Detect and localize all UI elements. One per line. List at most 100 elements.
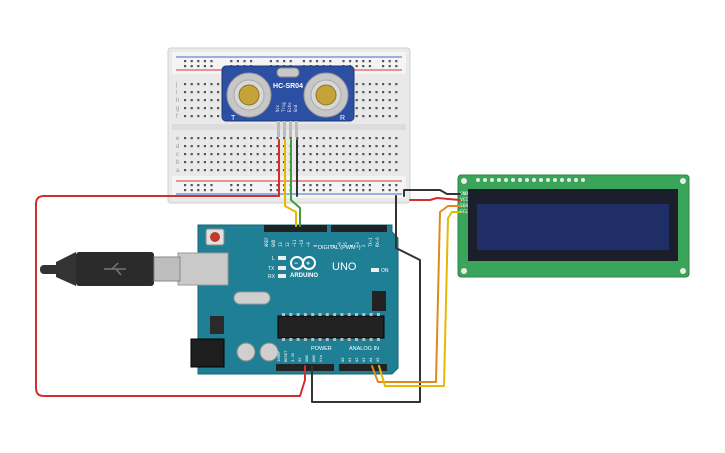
breadboard-hole (375, 115, 378, 118)
breadboard-hole (243, 153, 246, 156)
breadboard-hole (349, 145, 352, 148)
usb-cable[interactable] (40, 252, 181, 286)
breadboard-hole (329, 153, 332, 156)
breadboard-hole (375, 137, 378, 140)
breadboard-hole (197, 115, 200, 118)
breadboard-hole (263, 161, 266, 164)
breadboard-hole (243, 169, 246, 172)
lcd-pin-gnd: GND (460, 191, 468, 197)
breadboard-hole (197, 83, 200, 86)
breadboard-hole (316, 161, 319, 164)
breadboard-hole (197, 153, 200, 156)
analog-pin-label: A4 (368, 357, 373, 362)
breadboard-hole (309, 189, 312, 192)
breadboard-hole (203, 60, 206, 63)
breadboard-hole (395, 107, 398, 110)
breadboard-hole (203, 99, 206, 102)
breadboard-row-letters: j i h g f e d c b a (175, 82, 180, 174)
lcd-pad (525, 178, 529, 182)
breadboard-hole (368, 83, 371, 86)
power-pin-label: GND (311, 354, 316, 362)
power-pin-label: 3.3V (290, 352, 295, 362)
breadboard-hole (276, 189, 279, 192)
lcd-pad (574, 178, 578, 182)
breadboard-hole (197, 137, 200, 140)
breadboard-hole (184, 189, 187, 192)
breadboard-hole (382, 169, 385, 172)
breadboard-hole (190, 153, 193, 156)
breadboard-hole (190, 145, 193, 148)
breadboard-hole (309, 145, 312, 148)
breadboard-hole (250, 161, 253, 164)
breadboard-hole (362, 184, 365, 187)
breadboard-hole (309, 169, 312, 172)
breadboard-hole (355, 115, 358, 118)
breadboard-hole (184, 83, 187, 86)
breadboard-hole (263, 153, 266, 156)
l-label: L (272, 256, 275, 262)
arduino-uno-board[interactable]: L TX RX ON − + ARDUINO UNO DIGITAL (PWM~… (177, 224, 399, 375)
digital-pin-label: 4 (349, 244, 354, 247)
lcd-display[interactable]: GND VCC SDA SCL (457, 174, 690, 278)
breadboard-hole (368, 189, 371, 192)
digital-pin-label: RX←0 (375, 237, 380, 247)
breadboard-hole (184, 115, 187, 118)
breadboard-hole (210, 91, 213, 94)
breadboard-hole (316, 137, 319, 140)
lcd-pin-vcc: VCC (460, 197, 468, 203)
receiver-transducer (303, 72, 349, 118)
breadboard-hole (263, 145, 266, 148)
breadboard-hole (388, 107, 391, 110)
wire-gnd-black-loop (311, 195, 421, 403)
breadboard-hole (395, 60, 398, 63)
breadboard-hole (210, 145, 213, 148)
breadboard-hole (210, 60, 213, 63)
chip-leg (289, 338, 293, 341)
breadboard-hole (197, 189, 200, 192)
sensor-pin-label: Trig (281, 102, 286, 112)
breadboard-hole (368, 184, 371, 187)
svg-text:−: − (294, 261, 298, 268)
breadboard-hole (263, 137, 266, 140)
breadboard-hole (355, 65, 358, 68)
breadboard-hole (203, 107, 206, 110)
breadboard-hole (388, 99, 391, 102)
breadboard-hole (250, 169, 253, 172)
voltage-regulator (210, 316, 224, 334)
breadboard-hole (184, 60, 187, 63)
chip-leg (303, 313, 307, 316)
breadboard-hole (276, 161, 279, 164)
breadboard-hole (190, 91, 193, 94)
breadboard-hole (368, 153, 371, 156)
breadboard-hole (243, 145, 246, 148)
lcd-pad (490, 178, 494, 182)
lcd-pad (539, 178, 543, 182)
breadboard-hole (210, 184, 213, 187)
on-label: ON (381, 268, 389, 274)
row-letter: a (176, 168, 180, 174)
breadboard-hole (395, 115, 398, 118)
breadboard-hole (382, 153, 385, 156)
breadboard-hole (368, 115, 371, 118)
breadboard-hole (335, 137, 338, 140)
capacitor (236, 342, 256, 362)
breadboard-hole (276, 153, 279, 156)
digital-header-left (264, 225, 327, 232)
breadboard-hole (388, 91, 391, 94)
breadboard-hole (217, 153, 220, 156)
breadboard-hole (316, 60, 319, 63)
chip-leg (303, 338, 307, 341)
breadboard-hole (217, 137, 220, 140)
breadboard-hole (217, 115, 220, 118)
breadboard-hole (362, 189, 365, 192)
breadboard-hole (230, 189, 233, 192)
row-letter: f (176, 114, 178, 120)
wires[interactable] (35, 139, 461, 403)
breadboard-hole (190, 137, 193, 140)
ultrasonic-sensor[interactable]: HC-SR04 T R Vcc Trig Echo Gnd (221, 65, 355, 137)
reset-button-cap[interactable] (210, 232, 220, 242)
breadboard-hole (243, 184, 246, 187)
breadboard-hole (230, 60, 233, 63)
sensor-pin-label: Echo (287, 102, 292, 112)
analog-label: ANALOG IN (349, 346, 379, 352)
